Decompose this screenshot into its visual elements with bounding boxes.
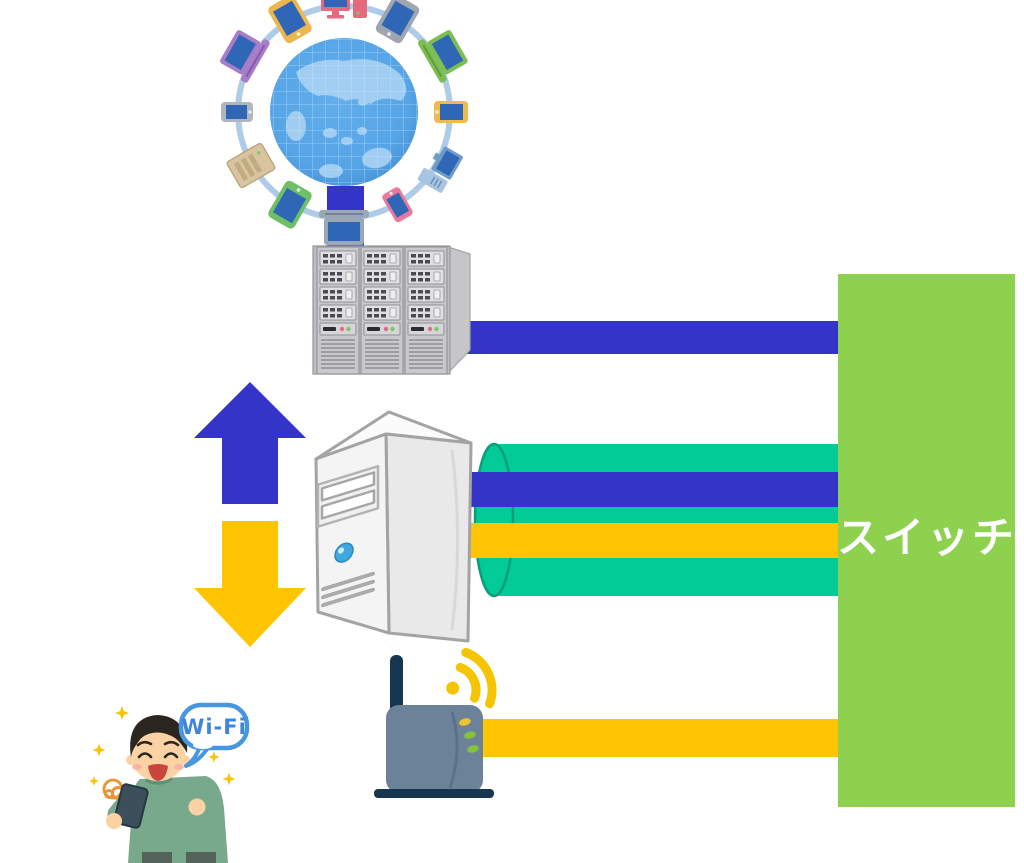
switch-node: スイッチ — [837, 274, 1017, 807]
internet-globe — [220, 0, 468, 245]
right-hand — [188, 798, 206, 816]
tower-server — [314, 410, 473, 643]
router-antenna — [390, 655, 403, 713]
left-hand — [106, 813, 122, 829]
cable-bundle — [462, 442, 838, 598]
device-tablet-green — [268, 180, 312, 229]
wifi-router — [374, 647, 497, 798]
device-tablet-yellow — [268, 0, 312, 44]
power-button — [334, 542, 354, 563]
router-body — [386, 705, 483, 793]
wifi-speech-bubble: Wi-Fi — [178, 702, 250, 768]
router-led-green-1 — [464, 731, 476, 739]
tower-front-details — [316, 464, 380, 608]
link-tower-blue — [462, 472, 838, 507]
device-phone-gray — [221, 102, 253, 122]
wifi-label: Wi-Fi — [181, 715, 247, 739]
tube-end-cap — [473, 442, 515, 598]
download-arrow — [194, 521, 306, 647]
device-laptop-green — [418, 30, 468, 83]
device-laptop-purple — [220, 30, 270, 83]
link-tower-yellow — [462, 523, 838, 558]
leg-left — [142, 852, 172, 863]
link-rack-to-switch — [455, 321, 838, 354]
upload-arrow — [194, 382, 306, 504]
device-tablet-gray — [375, 0, 420, 44]
switch-label: スイッチ — [837, 513, 1017, 562]
device-desktop-blue — [417, 146, 463, 193]
smartphone — [113, 783, 149, 829]
router-led-yellow — [459, 718, 471, 726]
user-with-phone: Wi-Fi — [89, 702, 250, 863]
device-phone-orange — [434, 101, 468, 123]
device-phone-pink — [382, 187, 413, 223]
leg-right — [186, 852, 216, 863]
router-led-green-2 — [467, 745, 479, 753]
hair — [130, 715, 188, 757]
mouth — [148, 764, 168, 781]
server-rack — [312, 245, 471, 374]
router-base — [374, 789, 494, 798]
link-router-to-switch — [470, 719, 838, 757]
device-laptop-blue — [319, 210, 369, 245]
device-server-beige — [226, 143, 276, 188]
switch-box — [838, 274, 1015, 807]
wifi-signal-icon — [446, 647, 497, 709]
globe-grid — [270, 38, 418, 186]
face-features — [136, 740, 180, 759]
device-desktop-pink — [321, 0, 367, 19]
teal-tube — [494, 444, 838, 596]
